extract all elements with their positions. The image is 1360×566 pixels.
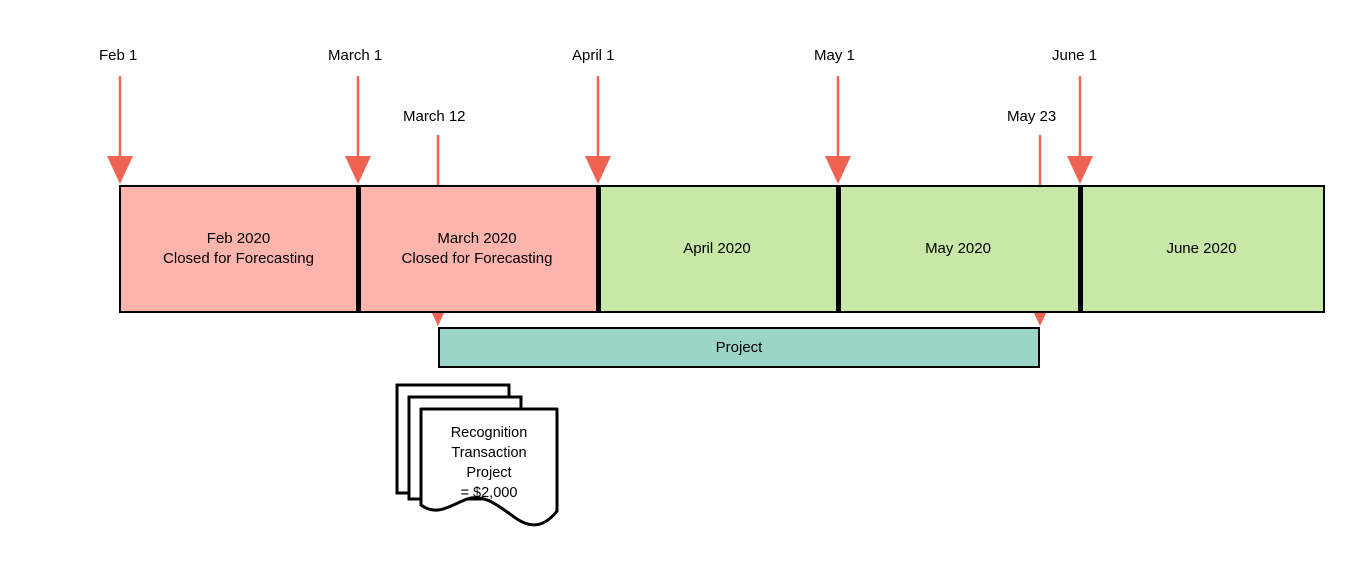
date-label-may-1: May 1 xyxy=(814,47,855,64)
timeline-segment-may: May 2020 xyxy=(838,185,1080,313)
timeline-segment-april: April 2020 xyxy=(598,185,838,313)
arrow-head xyxy=(825,156,851,184)
date-arrow-june-1 xyxy=(1067,76,1093,184)
arrow-head xyxy=(345,156,371,184)
arrow-head xyxy=(107,156,133,184)
timeline-segment-feb: Feb 2020 Closed for Forecasting xyxy=(119,185,358,313)
timeline-divider-april xyxy=(598,185,601,313)
document-page-front xyxy=(419,407,559,527)
date-arrow-march-1 xyxy=(345,76,371,184)
document-line-3: Project xyxy=(466,465,511,481)
project-bar-label: Project xyxy=(715,339,763,356)
date-arrow-may-1 xyxy=(825,76,851,184)
date-label-april-1: April 1 xyxy=(572,47,615,64)
date-label-feb-1: Feb 1 xyxy=(99,47,138,64)
timeline-segment-label-april: April 2020 xyxy=(683,239,751,257)
timeline-divider-june xyxy=(1080,185,1083,313)
document-stack-icon: Recognition Transaction Project = $2,000 xyxy=(395,383,559,527)
date-label-june-1: June 1 xyxy=(1052,47,1098,64)
date-arrow-april-1 xyxy=(585,76,611,184)
arrow-head xyxy=(585,156,611,184)
timeline-segment-march: March 2020 Closed for Forecasting xyxy=(358,185,598,313)
timeline-divider-march xyxy=(358,185,361,313)
document-line-4: = $2,000 xyxy=(461,485,518,501)
document-line-2: Transaction xyxy=(451,445,526,461)
timeline-segment-label-feb: Feb 2020 Closed for Forecasting xyxy=(163,229,314,267)
timeline-segment-label-june: June 2020 xyxy=(1166,239,1237,257)
timeline-segment-label-march: March 2020 Closed for Forecasting xyxy=(401,229,553,267)
project-bar: Project xyxy=(438,327,1040,368)
date-label-march-1: March 1 xyxy=(328,47,383,64)
timeline-segment-june: June 2020 xyxy=(1080,185,1325,313)
date-arrow-feb-1 xyxy=(107,76,133,184)
document-line-1: Recognition xyxy=(451,425,528,441)
date-label-may-23: May 23 xyxy=(1007,108,1057,125)
timeline-segment-label-may: May 2020 xyxy=(925,239,991,257)
timeline-divider-may xyxy=(838,185,841,313)
arrow-head xyxy=(1067,156,1093,184)
recognition-transaction-document: Recognition Transaction Project = $2,000 xyxy=(393,381,568,533)
date-label-march-12: March 12 xyxy=(403,108,466,125)
